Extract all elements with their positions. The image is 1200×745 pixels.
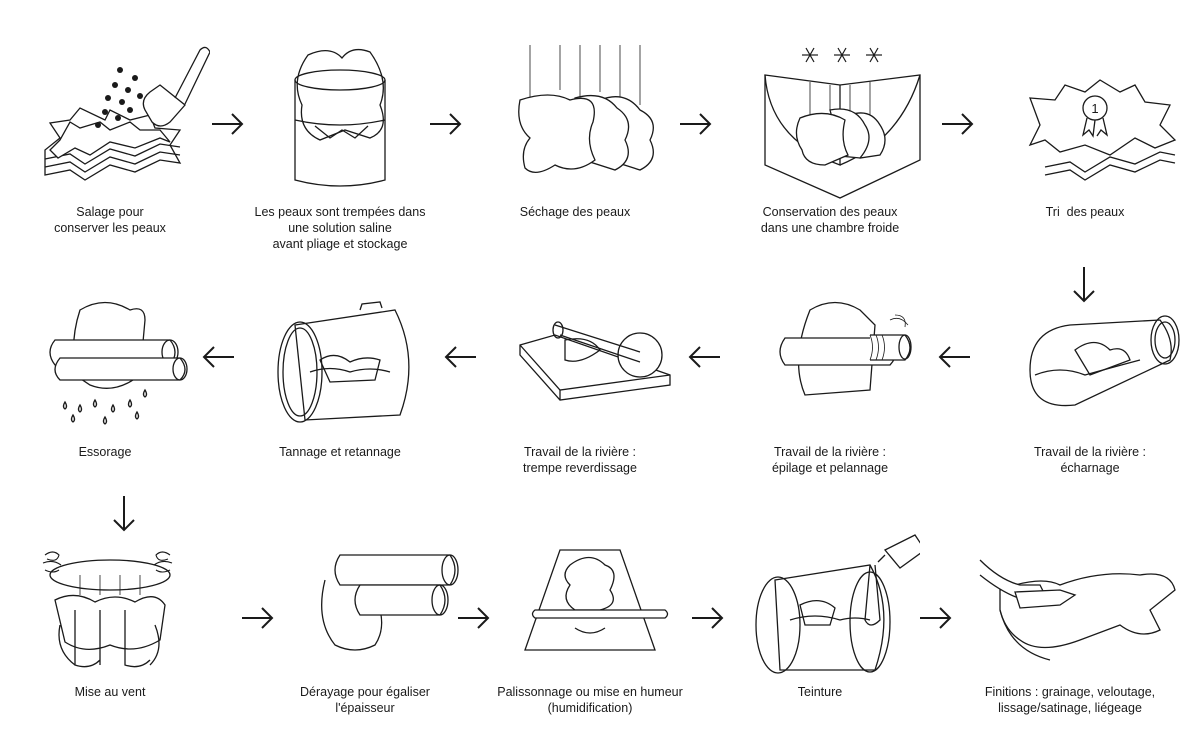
award-badge-number: 1 (1091, 101, 1098, 116)
arrow-down-2 (112, 494, 136, 534)
arrow-right-2 (428, 112, 464, 136)
hanging-hides-icon (475, 30, 675, 200)
arrow-right-6 (456, 606, 492, 630)
step-mise-au-vent: Mise au vent (0, 530, 225, 700)
step-sechage: Séchage des peaux (460, 30, 690, 220)
wind-icon (43, 552, 172, 572)
arrow-right-8 (918, 606, 954, 630)
water-drop-icon (64, 390, 147, 424)
arrow-left-2 (686, 345, 722, 369)
hand-icon (980, 560, 1075, 608)
sorted-hides-icon: 1 (985, 30, 1185, 200)
soaking-tray-icon (480, 280, 680, 440)
finishing-hand-icon (960, 530, 1180, 680)
arrow-right-3 (678, 112, 714, 136)
step-tannage: Tannage et retannage (225, 280, 455, 460)
wringing-rollers-icon (5, 280, 205, 440)
step-reverdissage: Travail de la rivière :trempe reverdissa… (465, 280, 695, 476)
caption-mise-au-vent: Mise au vent (74, 685, 146, 699)
caption-reverdissage: Travail de la rivière :trempe reverdissa… (523, 445, 637, 475)
caption-sechage: Séchage des peaux (519, 205, 631, 219)
caption-tri: Tri des peaux (1045, 205, 1125, 219)
soaking-tank-icon (240, 30, 440, 200)
drying-rack-icon (5, 530, 215, 680)
arrow-right-1 (210, 112, 246, 136)
arrow-right-4 (940, 112, 976, 136)
arrow-left-4 (200, 345, 236, 369)
snowflake-icon (802, 48, 882, 62)
salt-shovel-icon (10, 30, 210, 200)
arrow-right-7 (690, 606, 726, 630)
fleshing-drum-icon (990, 280, 1190, 440)
step-echarnage: Travail de la rivière :écharnage (975, 280, 1200, 476)
step-tri: 1 Tri des peaux (970, 30, 1200, 220)
pouring-bottle-icon (878, 535, 920, 568)
caption-echarnage: Travail de la rivière :écharnage (1033, 445, 1147, 475)
caption-tannage: Tannage et retannage (279, 445, 401, 459)
tanning-drum-icon (240, 280, 440, 440)
arrow-left-3 (442, 345, 478, 369)
shaving-rollers-icon (265, 530, 465, 680)
step-epilage: Travail de la rivière :épilage et pelann… (715, 280, 945, 476)
arrow-down-1 (1072, 265, 1096, 305)
arrow-right-5 (240, 606, 276, 630)
dyeing-drum-icon (720, 530, 920, 680)
step-essorage: Essorage (0, 280, 220, 460)
caption-essorage: Essorage (78, 445, 132, 459)
caption-teinture: Teinture (797, 685, 843, 699)
dehairing-rollers-icon (730, 280, 930, 440)
step-palissonnage: Palissonnage ou mise en humeur(humidific… (475, 530, 705, 716)
award-ribbon-icon (1083, 96, 1107, 136)
caption-palissonnage: Palissonnage ou mise en humeur(humidific… (497, 685, 683, 715)
step-finitions: Finitions : grainage, veloutage,lissage/… (955, 530, 1185, 716)
arrow-left-1 (936, 345, 972, 369)
staking-frame-icon (490, 530, 690, 680)
caption-finitions: Finitions : grainage, veloutage,lissage/… (984, 685, 1156, 715)
caption-epilage: Travail de la rivière :épilage et pelann… (771, 445, 889, 475)
step-teinture: Teinture (705, 530, 935, 700)
cold-room-icon (730, 30, 930, 200)
